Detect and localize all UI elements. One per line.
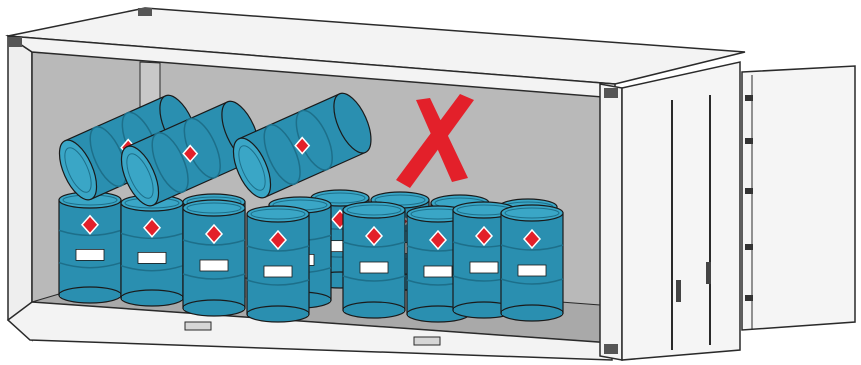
standing-drum-front-6 [501, 205, 563, 321]
forklift-pocket-left [185, 322, 211, 330]
drum-label [424, 266, 452, 277]
drum-label [76, 249, 104, 260]
forklift-pocket-right [414, 337, 440, 345]
door-handle-1[interactable] [676, 280, 681, 302]
corner-casting-top-back [138, 8, 152, 16]
standing-drum-front-3 [343, 202, 405, 318]
drum-label [200, 260, 228, 271]
drum-label [470, 262, 498, 273]
standing-drum-front-1 [183, 200, 245, 316]
drum-label [518, 265, 546, 276]
door-outer-open[interactable] [742, 66, 855, 330]
standing-drum-front-2 [247, 206, 309, 322]
drum-label [138, 252, 166, 263]
door-inner[interactable] [622, 62, 740, 360]
standing-drum-middle-2 [121, 195, 183, 306]
container-right-post [600, 84, 622, 360]
standing-drum-middle-1 [59, 192, 121, 303]
corner-casting-top-left [8, 37, 22, 47]
door-handle-2[interactable] [706, 262, 711, 284]
corner-casting-top-right [604, 88, 618, 98]
drum-label [264, 266, 292, 277]
container-left-end [8, 36, 32, 340]
drum-label [360, 262, 388, 273]
corner-casting-bottom-right [604, 344, 618, 354]
container-doors [622, 62, 855, 360]
